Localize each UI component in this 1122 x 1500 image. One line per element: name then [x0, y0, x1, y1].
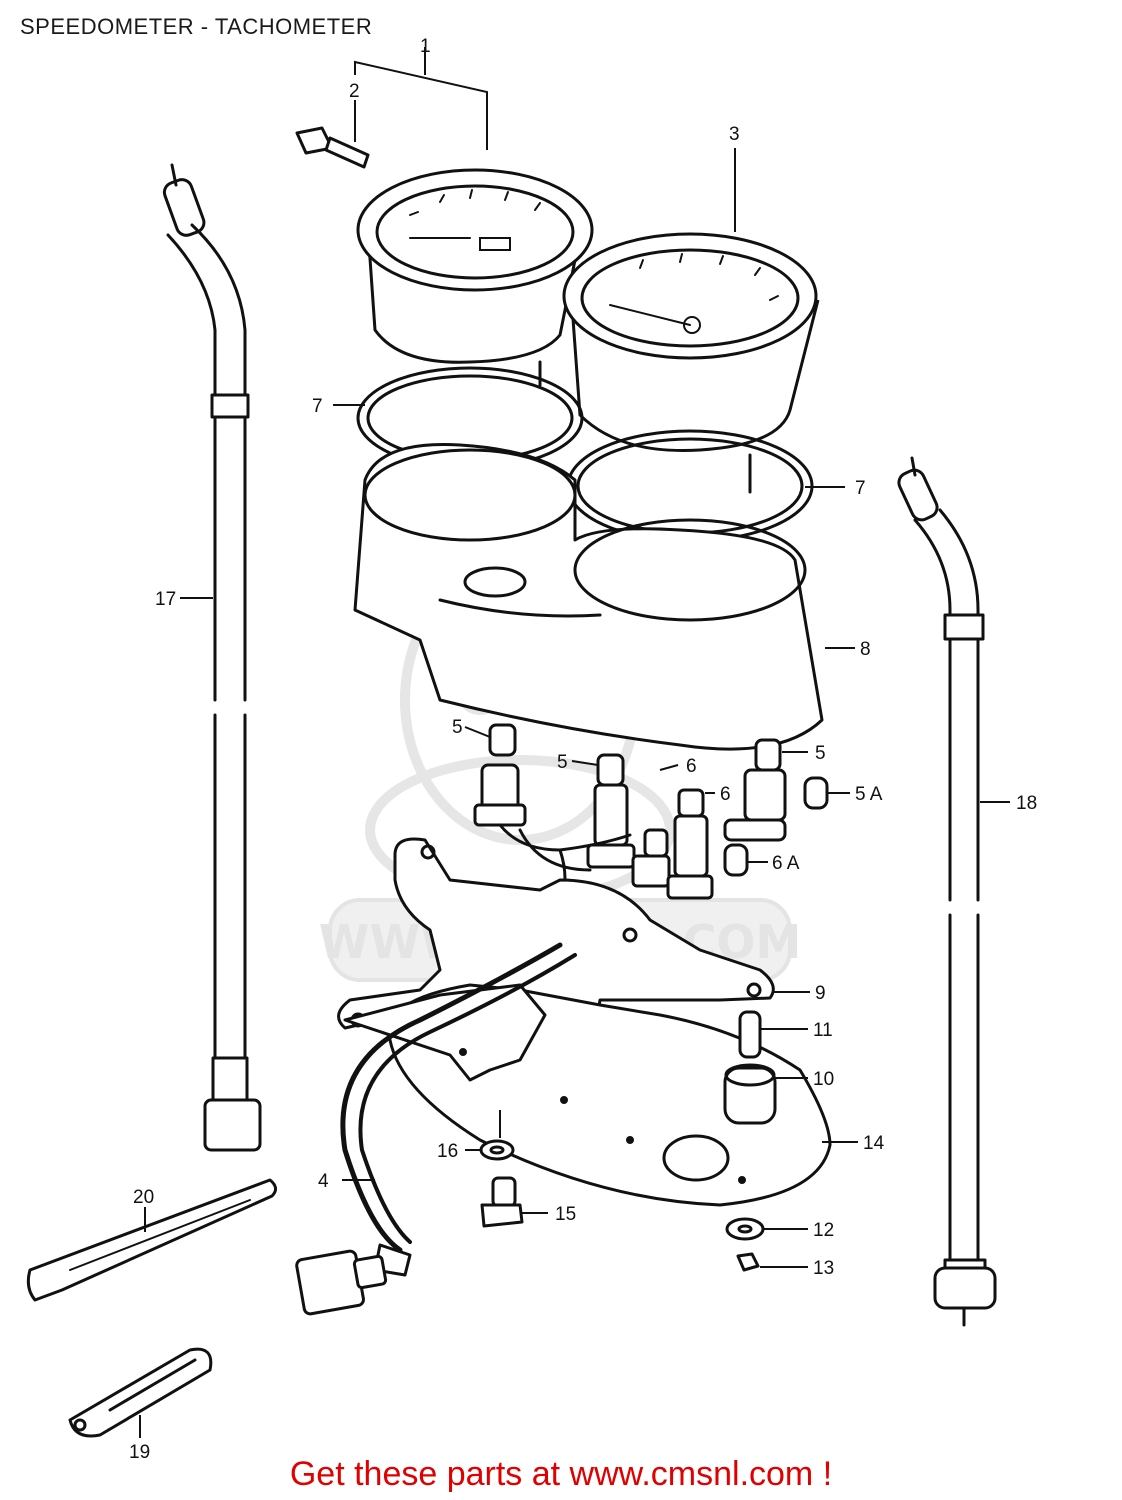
part-4-cable [295, 942, 577, 1316]
part-3-tachometer [562, 148, 820, 494]
footer-promo: Get these parts at www.cmsnl.com ! [0, 1455, 1122, 1494]
callout-5-right: 5 [815, 743, 826, 764]
callout-9: 9 [815, 983, 826, 1004]
callout-5A: 5 A [855, 784, 883, 805]
part-5-bulb-left [488, 723, 517, 757]
callout-11: 11 [813, 1020, 833, 1041]
footer-link[interactable]: Get these parts at www.cmsnl.com ! [289, 1455, 833, 1493]
callout-2: 2 [349, 81, 360, 102]
part-14-plate [343, 983, 832, 1207]
tachometer-dial-marks [609, 253, 779, 334]
callout-bracket-1 [354, 47, 488, 150]
callout-6A: 6 A [772, 853, 800, 874]
callout-1: 1 [420, 36, 431, 57]
callout-17: 17 [155, 589, 176, 610]
callout-19: 19 [129, 1442, 150, 1463]
part-6-bulb-b [666, 788, 714, 900]
callout-15: 15 [555, 1204, 576, 1225]
part-20-band [26, 1178, 277, 1302]
part-19-clamp [68, 1347, 213, 1438]
part-17-speedometer-cable [162, 163, 262, 1152]
part-12-washer [725, 1217, 765, 1241]
part-10-grommet [723, 1063, 777, 1125]
part-8-housing [353, 442, 824, 751]
callout-20: 20 [133, 1187, 154, 1208]
callout-14: 14 [863, 1133, 885, 1154]
callout-3: 3 [729, 124, 740, 145]
part-15-bolt [480, 1176, 524, 1228]
part-2-sensor [295, 100, 370, 169]
page-title: SPEEDOMETER - TACHOMETER [20, 14, 373, 39]
callout-4: 4 [318, 1171, 329, 1192]
part-1-speedometer [356, 168, 594, 387]
part-11-collar [738, 1010, 762, 1059]
leader-lines [139, 404, 1010, 1438]
callout-5-left: 5 [452, 717, 463, 738]
callout-7-right: 7 [855, 478, 866, 499]
callout-labels: 1 2 3 7 7 8 5 5 6 6 5 5 A 6 A 9 11 10 14… [129, 36, 1037, 1463]
callout-8: 8 [860, 639, 871, 660]
speedometer-dial-marks [409, 189, 541, 251]
part-6A-bulb [723, 843, 749, 877]
part-5-bulb-right [723, 738, 787, 842]
part-18-tachometer-cable [897, 456, 997, 1327]
part-16-washer [479, 1139, 515, 1161]
callout-18: 18 [1016, 793, 1037, 814]
callout-12: 12 [813, 1220, 834, 1241]
callout-10: 10 [813, 1069, 834, 1090]
callout-6-b: 6 [720, 784, 731, 805]
callout-16: 16 [437, 1141, 458, 1162]
callout-7-left: 7 [312, 396, 323, 417]
callout-5-center: 5 [557, 752, 568, 773]
part-13-nut [736, 1252, 760, 1272]
callout-6-a: 6 [686, 756, 697, 777]
callout-13: 13 [813, 1258, 834, 1279]
bulb-socket-left [473, 763, 527, 827]
part-5A-bulb [803, 776, 829, 810]
part-6-bulb-a [631, 828, 671, 888]
